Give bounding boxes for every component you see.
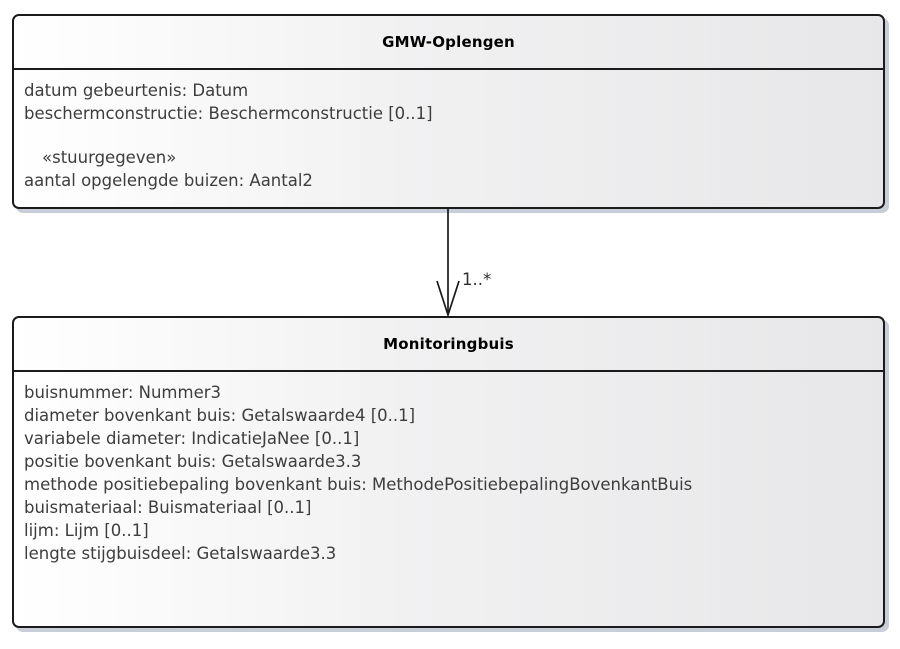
class-box-monitoringbuis: Monitoringbuis buisnummer: Nummer3 diamet… [12,316,885,628]
attribute-line: diameter bovenkant buis: Getalswaarde4 [… [24,406,416,425]
attributes-compartment-gmw-oplengen: datum gebeurtenis: Datum beschermconstruc… [14,70,883,192]
association-arrow [436,209,460,317]
attribute-line: aantal opgelengde buizen: Aantal2 [24,171,313,190]
attribute-line: positie bovenkant buis: Getalswaarde3.3 [24,452,362,471]
stereotype-block: «stuurgegeven» aantal opgelengde buizen:… [24,146,873,192]
attribute-line: buismateriaal: Buismateriaal [0..1] [24,498,312,517]
attribute-line: methode positiebepaling bovenkant buis: … [24,475,693,494]
attribute-line: datum gebeurtenis: Datum [24,81,249,100]
attribute-line: variabele diameter: IndicatieJaNee [0..1… [24,429,360,448]
attribute-list: buisnummer: Nummer3 diameter bovenkant bu… [24,381,873,565]
attribute-line: lijm: Lijm [0..1] [24,521,149,540]
attributes-compartment-monitoringbuis: buisnummer: Nummer3 diameter bovenkant bu… [14,372,883,565]
class-box-gmw-oplengen: GMW-Oplengen datum gebeurtenis: Datum bes… [12,14,885,209]
attribute-line: buisnummer: Nummer3 [24,383,222,402]
arrowhead-icon [436,280,460,317]
class-title-gmw-oplengen: GMW-Oplengen [14,16,883,70]
attribute-line: beschermconstructie: Beschermconstructie… [24,104,433,123]
stereotype-attribute-list: aantal opgelengde buizen: Aantal2 [24,169,873,192]
class-title-monitoringbuis: Monitoringbuis [14,318,883,372]
stereotype-label: «stuurgegeven» [42,148,177,167]
attribute-line: lengte stijgbuisdeel: Getalswaarde3.3 [24,544,337,563]
multiplicity-label: 1..* [462,270,492,289]
attribute-list: datum gebeurtenis: Datum beschermconstruc… [24,79,873,125]
